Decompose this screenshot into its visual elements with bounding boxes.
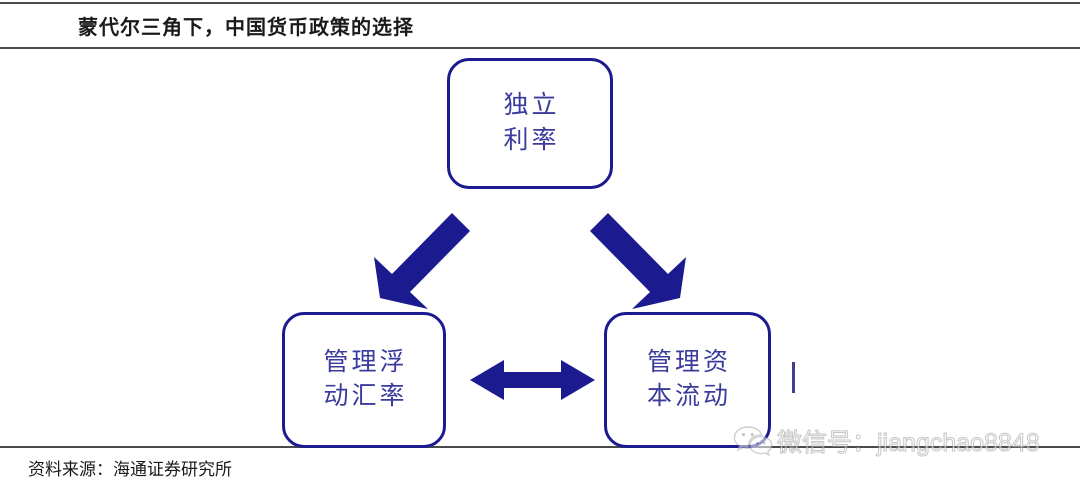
node-label-line: 独立 <box>503 92 560 119</box>
wechat-watermark: 微信号：jiangchao8848 <box>733 423 1040 459</box>
page-title: 蒙代尔三角下，中国货币政策的选择 <box>78 17 414 39</box>
footer-rule <box>0 446 1080 448</box>
node-label-line: 本流动 <box>646 383 731 410</box>
node-label-line: 管理资 <box>646 348 731 376</box>
diagram-node-managed-float[interactable]: 管理浮 动汇率 <box>282 312 446 448</box>
wechat-icon <box>733 426 773 457</box>
watermark-text: 微信号：jiangchao8848 <box>777 429 1041 458</box>
diagram-canvas: 独立 利率 管理浮 动汇率 管理资 本流动 <box>0 48 1080 448</box>
header-rule-bottom <box>0 47 1080 49</box>
stray-tick-mark <box>792 362 795 393</box>
node-label-line: 动汇率 <box>323 383 408 410</box>
connector-float-to-rate <box>374 213 470 309</box>
header-rule-top <box>0 2 1080 4</box>
source-note: 资料来源：海通证券研究所 <box>28 460 232 479</box>
connector-rate-to-capital <box>590 213 686 309</box>
diagram-node-independent-rate[interactable]: 独立 利率 <box>447 58 613 189</box>
connector-float-to-capital <box>470 360 595 400</box>
diagram-node-managed-capital[interactable]: 管理资 本流动 <box>604 312 771 448</box>
node-label-line: 管理浮 <box>323 348 408 376</box>
node-label-line: 利率 <box>503 126 560 154</box>
